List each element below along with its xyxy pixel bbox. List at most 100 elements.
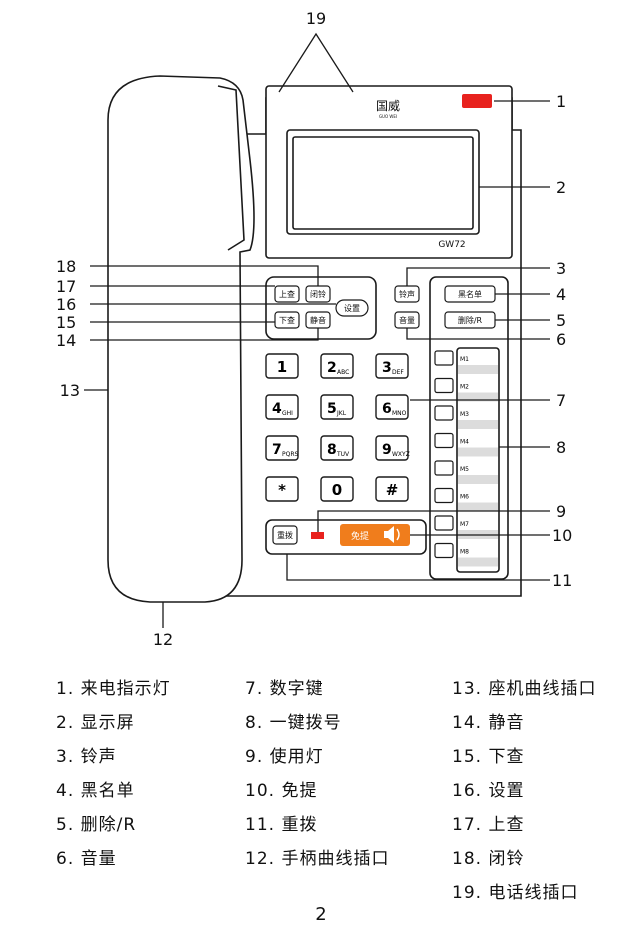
key-2[interactable] — [320, 353, 354, 379]
memory-label-strip — [458, 557, 498, 567]
callout-10: 10 — [552, 526, 572, 545]
svg-text:设置: 设置 — [344, 303, 360, 313]
key-8[interactable] — [320, 435, 354, 461]
key-digit: 7 — [272, 442, 282, 458]
memory-key-label: M1 — [460, 356, 469, 363]
memory-key-m7[interactable] — [434, 515, 454, 531]
key-7[interactable] — [265, 435, 299, 461]
legend-item: 18. 闭铃 — [452, 849, 525, 869]
memory-key-m2[interactable] — [434, 377, 454, 394]
brand-logo: 国威 — [376, 99, 400, 113]
key-5[interactable] — [320, 394, 354, 420]
memory-label-strip — [458, 392, 498, 402]
key-0[interactable] — [320, 476, 354, 502]
memory-panel — [429, 276, 509, 580]
legend-item: 17. 上查 — [452, 815, 525, 835]
legend-item: 10. 免提 — [245, 781, 318, 801]
memory-key-m1[interactable] — [434, 350, 454, 366]
key-hash[interactable] — [375, 476, 409, 502]
down-button — [274, 311, 300, 329]
model-label: GW72 — [438, 240, 465, 250]
key-letters: WXYZ — [392, 451, 410, 458]
legend-item: 12. 手柄曲线插口 — [245, 849, 390, 869]
key-3[interactable] — [375, 353, 409, 379]
key-4[interactable] — [265, 394, 299, 420]
redial-button — [272, 525, 298, 545]
key-digit: 1 — [277, 358, 287, 376]
svg-text:黑名单: 黑名单 — [458, 289, 482, 299]
memory-key-label: M5 — [460, 466, 469, 473]
callout-4: 4 — [556, 285, 566, 304]
key-digit: 5 — [327, 401, 337, 417]
callout-7: 7 — [556, 391, 566, 410]
callout-3: 3 — [556, 259, 566, 278]
key-star[interactable] — [265, 476, 299, 502]
key-letters: TUV — [336, 451, 350, 458]
memory-key-label: M3 — [460, 411, 469, 418]
memory-key-m6[interactable] — [434, 487, 454, 504]
memory-key-m5[interactable] — [434, 460, 454, 476]
callout-18: 18 — [56, 257, 76, 276]
legend-item: 2. 显示屏 — [56, 713, 135, 733]
key-digit: 0 — [332, 481, 342, 499]
key-letters: JKL — [336, 410, 347, 417]
legend-item: 8. 一键拨号 — [245, 713, 342, 733]
memory-key-label: M8 — [460, 549, 469, 556]
legend-item: 16. 设置 — [452, 781, 525, 801]
callout-12: 12 — [153, 630, 173, 649]
legend-item: 1. 来电指示灯 — [56, 679, 171, 699]
callout-11: 11 — [552, 571, 572, 590]
page-number: 2 — [315, 904, 327, 925]
phone-diagram: 国威 GUO WEI GW72 上查 闭铃 设置 下查 静音 铃声 音量 黑名单… — [56, 9, 572, 649]
callout-1: 1 — [556, 92, 566, 111]
legend-item: 5. 删除/R — [56, 815, 137, 835]
key-digit: # — [386, 481, 399, 499]
callout-16: 16 — [56, 295, 76, 314]
key-digit: 9 — [382, 442, 392, 458]
memory-key-label: M6 — [460, 494, 469, 501]
key-digit: 6 — [382, 401, 392, 417]
up-button — [274, 285, 300, 303]
setup-button — [335, 299, 369, 317]
in-use-lamp — [311, 532, 324, 539]
legend-item: 15. 下查 — [452, 747, 525, 767]
memory-key-m3[interactable] — [434, 405, 454, 421]
callout-15: 15 — [56, 313, 76, 332]
legend-item: 14. 静音 — [452, 713, 525, 733]
callout-8: 8 — [556, 438, 566, 457]
key-digit: 8 — [327, 442, 337, 458]
legend-item: 4. 黑名单 — [56, 781, 135, 801]
svg-text:静音: 静音 — [310, 315, 326, 325]
memory-key-m4[interactable] — [434, 432, 454, 449]
svg-text:闭铃: 闭铃 — [310, 289, 326, 299]
memory-label-strip — [458, 365, 498, 374]
handset — [107, 75, 255, 603]
memory-label-strip — [458, 447, 498, 457]
legend-item: 6. 音量 — [56, 849, 117, 869]
key-digit: 2 — [327, 360, 337, 376]
brand-sub: GUO WEI — [379, 114, 397, 119]
callout-13: 13 — [60, 381, 80, 400]
callout-17: 17 — [56, 277, 76, 296]
memory-key-label: M2 — [460, 384, 469, 391]
key-1[interactable] — [265, 353, 299, 379]
svg-text:删除/R: 删除/R — [458, 315, 483, 325]
key-letters: MNO — [392, 410, 407, 417]
memory-label-strip — [458, 502, 498, 512]
memory-label-strip — [458, 420, 498, 429]
legend-item: 13. 座机曲线插口 — [452, 679, 597, 699]
key-9[interactable] — [375, 435, 409, 461]
key-digit: * — [278, 481, 286, 499]
memory-key-m8[interactable] — [434, 542, 454, 559]
memory-key-label: M7 — [460, 521, 469, 528]
legend-column-3: 13. 座机曲线插口 14. 静音 15. 下查 16. 设置 17. 上查 18. 闭铃… — [452, 672, 596, 910]
legend-item: 3. 铃声 — [56, 747, 117, 767]
parts-legend: 1. 来电指示灯 2. 显示屏 3. 铃声 4. 黑名单 5. 删除/R 6. 音量 7.… — [0, 672, 642, 903]
key-6[interactable] — [375, 394, 409, 420]
legend-item: 19. 电话线插口 — [452, 883, 579, 903]
bottom-panel — [265, 519, 427, 555]
callout-5: 5 — [556, 311, 566, 330]
